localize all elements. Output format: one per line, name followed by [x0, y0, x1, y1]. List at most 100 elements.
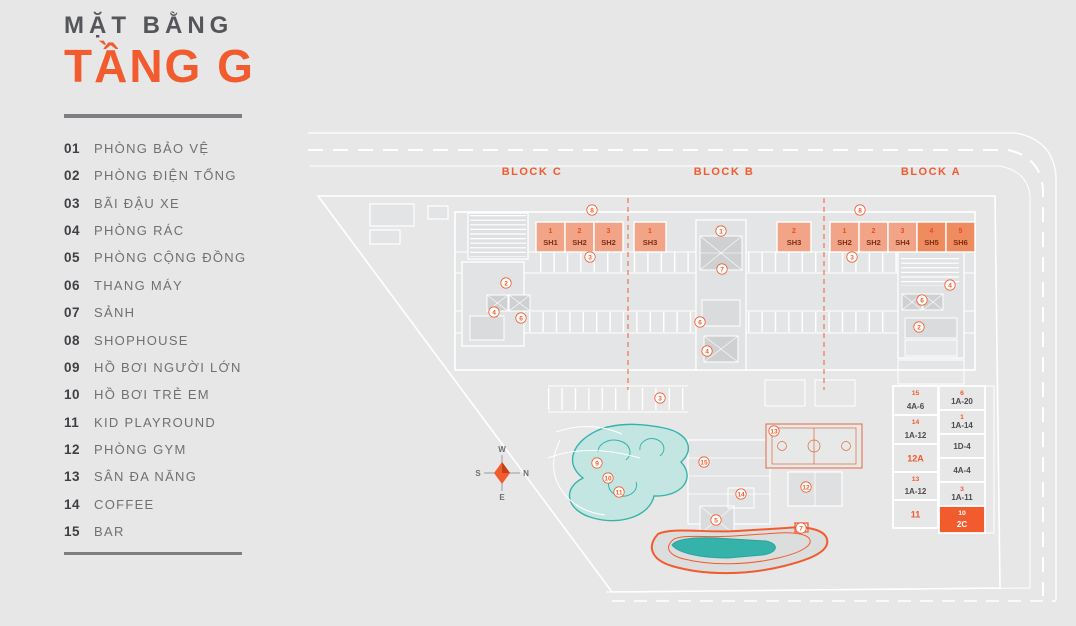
- pools: [568, 423, 776, 559]
- plan-marker: 3: [584, 251, 596, 263]
- block-label-b: BLOCK B: [694, 166, 755, 178]
- shophouse-number: 4: [930, 228, 934, 235]
- plan-marker-number: 12: [802, 484, 810, 491]
- legend-item-label: PHÒNG GYM: [94, 442, 187, 458]
- legend-item-number: 14: [64, 496, 81, 512]
- plan-marker: 8: [854, 204, 866, 216]
- shophouse-label: SH3: [643, 238, 658, 247]
- site-boundary: [316, 195, 1001, 593]
- unit-tag: 14: [912, 419, 920, 426]
- shophouse-number: 1: [843, 228, 847, 235]
- legend-item-number: 13: [64, 469, 81, 485]
- plan-marker-number: 2: [504, 280, 508, 287]
- unit-code: 4A-4: [953, 466, 971, 475]
- plan-marker-number: 3: [588, 254, 592, 261]
- plan-marker-number: 7: [799, 525, 803, 532]
- unit-tag: 15: [912, 390, 920, 397]
- plan-marker: 14: [735, 488, 747, 500]
- plan-subtitle: MẶT BẰNG: [64, 12, 234, 39]
- legend-item-label: SÂN ĐA NĂNG: [94, 469, 198, 485]
- shophouse-label: SH2: [601, 238, 616, 247]
- unit-cell[interactable]: 61A-20: [938, 385, 986, 411]
- plan-marker-number: 13: [770, 428, 778, 435]
- section-lines: [627, 198, 825, 390]
- shophouse-label: SH2: [866, 238, 881, 247]
- unit-code: 1D-4: [953, 442, 971, 451]
- legend-item-label: PHÒNG BẢO VỆ: [94, 140, 210, 156]
- sport-court: [765, 423, 863, 469]
- plan-marker: 7: [716, 263, 728, 275]
- unit-tag: 13: [912, 476, 920, 483]
- plan-marker-number: 4: [492, 309, 496, 316]
- unit-code: 1A-12: [905, 431, 927, 440]
- unit-tag: 12A: [907, 454, 924, 464]
- outbuildings: [369, 203, 449, 245]
- landscape: [547, 425, 641, 516]
- legend-item-label: HỒ BƠI NGƯỜI LỚN: [94, 359, 242, 375]
- shophouse-label: SH5: [924, 238, 939, 247]
- unit-cell[interactable]: 4A-4: [938, 457, 986, 483]
- block-label-c: BLOCK C: [502, 166, 563, 178]
- unit-cell[interactable]: 1D-4: [938, 433, 986, 459]
- plan-marker-number: 9: [595, 460, 599, 467]
- unit-tag: 3: [960, 486, 964, 493]
- shophouse-label: SH3: [787, 238, 802, 247]
- unit-cell[interactable]: 14 1A-12: [892, 414, 939, 445]
- plan-marker: 1: [715, 225, 727, 237]
- plan-marker: 15: [698, 456, 710, 468]
- shophouse-number: 2: [578, 228, 582, 235]
- plan-marker: 3: [654, 392, 666, 404]
- legend-item-label: PHÒNG RÁC: [94, 222, 185, 238]
- legend-item-number: 11: [64, 414, 80, 430]
- compass-right: N: [523, 469, 529, 478]
- legend-item-number: 01: [64, 140, 81, 156]
- plan-marker: 7: [795, 522, 807, 534]
- legend-item-label: HỒ BƠI TRẺ EM: [94, 387, 210, 403]
- plan-marker-number: 6: [698, 319, 702, 326]
- plan-marker: 9: [591, 457, 603, 469]
- legend-item-number: 07: [64, 305, 81, 321]
- shophouse-number: 5: [959, 228, 963, 235]
- unit-cell[interactable]: 12A: [892, 443, 939, 473]
- adult-pool: [568, 423, 690, 522]
- unit-tag: 6: [960, 390, 964, 397]
- shophouse-label: SH2: [837, 238, 852, 247]
- plan-marker-number: 10: [604, 475, 612, 482]
- legend-item-label: THANG MÁY: [94, 277, 183, 293]
- plan-marker: 6: [694, 316, 706, 328]
- plan-marker-number: 3: [850, 254, 854, 261]
- plan-marker: 11: [613, 486, 625, 498]
- plan-marker: 10: [602, 472, 614, 484]
- shophouse-label: SH2: [572, 238, 587, 247]
- unit-cell[interactable]: 31A-11: [938, 481, 986, 507]
- legend-item-number: 15: [64, 524, 81, 540]
- divider-bottom: [64, 551, 242, 556]
- unit-cell[interactable]: 11: [892, 499, 939, 529]
- unit-cell[interactable]: 11A-14: [938, 409, 986, 435]
- legend-item: 01 PHÒNG BẢO VỆ: [64, 141, 289, 156]
- shophouse-number: 1: [549, 228, 553, 235]
- plan-title: TẦNG G: [64, 40, 255, 92]
